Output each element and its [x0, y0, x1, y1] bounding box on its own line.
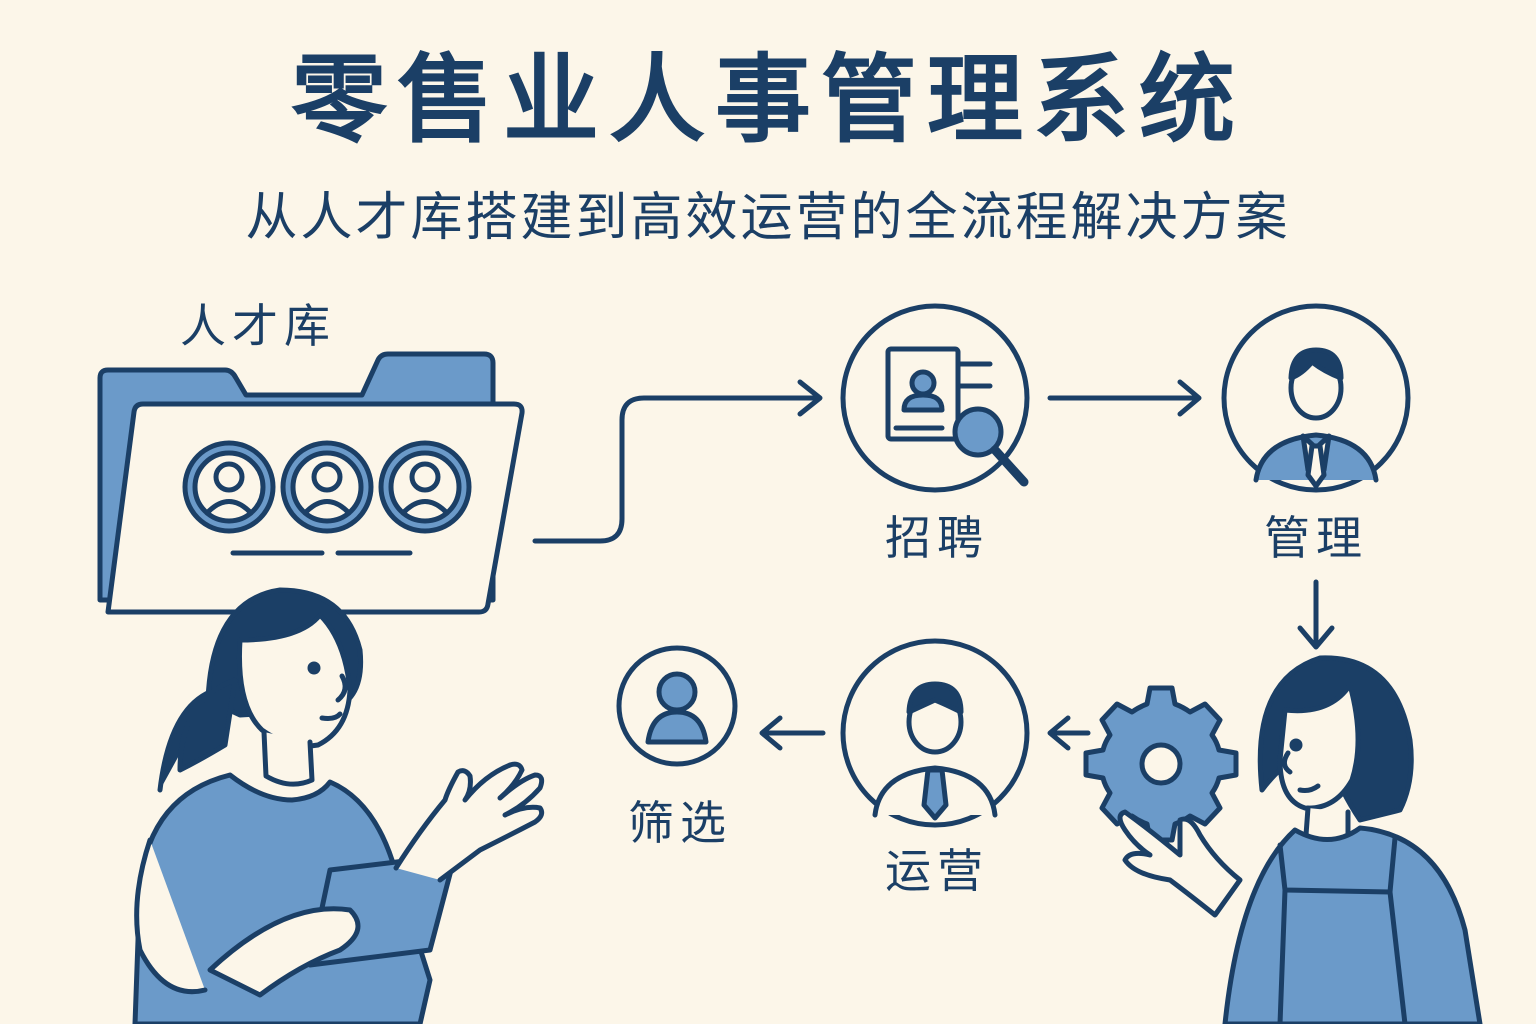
arrow-head — [759, 715, 783, 751]
hr-woman-illustration — [132, 587, 545, 1024]
staff-node-icon — [840, 638, 1030, 828]
arrow-head — [1047, 715, 1071, 751]
gear-icon — [1083, 685, 1239, 843]
recruit-node-icon — [840, 303, 1030, 493]
candidate-avatar-icon — [182, 440, 276, 534]
manager-node-icon — [1221, 303, 1411, 493]
page-subtitle: 从人才库搭建到高效运营的全流程解决方案 — [245, 188, 1291, 248]
arrow-head — [797, 379, 823, 417]
arrow-head — [1177, 379, 1202, 417]
recruit-label: 招聘 — [885, 511, 989, 565]
manage-label: 管理 — [1264, 511, 1368, 565]
arrow-head — [1297, 625, 1335, 650]
candidate-avatar-icon — [378, 440, 472, 534]
connector-arrow — [532, 395, 821, 544]
screen-label: 筛选 — [628, 796, 732, 850]
candidate-avatar-icon — [280, 440, 374, 534]
page-title: 零售业人事管理系统 — [291, 44, 1245, 156]
operate-label: 运营 — [885, 844, 989, 898]
staff-woman-illustration — [1117, 655, 1483, 1024]
talent-pool-label: 人才库 — [180, 299, 336, 353]
folder-icon — [97, 351, 525, 615]
person-icon — [616, 645, 738, 767]
